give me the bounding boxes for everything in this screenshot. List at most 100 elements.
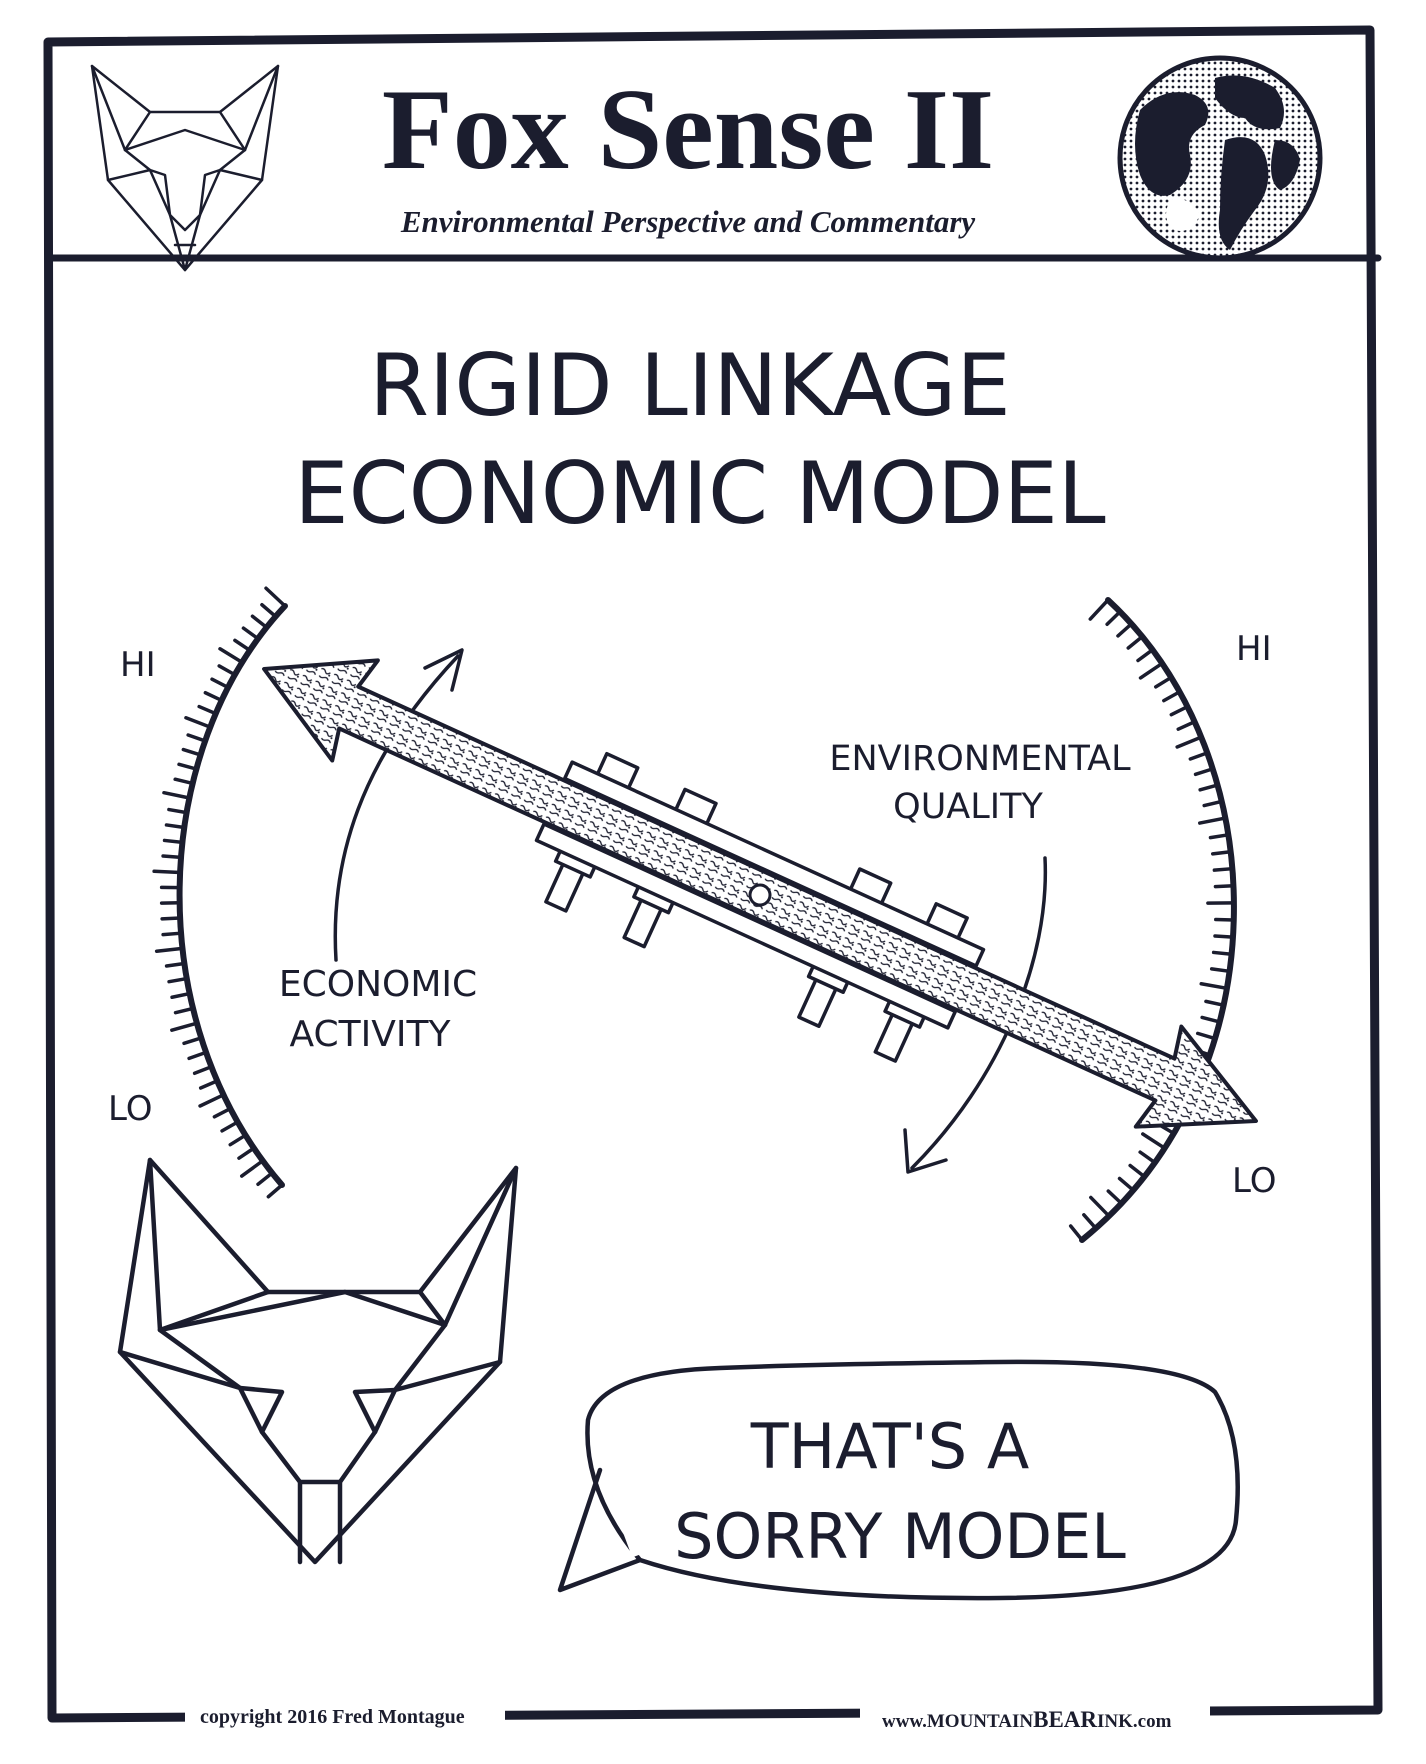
gauge-tick <box>1162 690 1182 703</box>
gauge-tick <box>1089 1195 1111 1218</box>
gauge-tick <box>186 733 207 743</box>
right-scale-lo-label: LO <box>1232 1161 1277 1201</box>
website-bold: BEAR <box>1033 1707 1097 1732</box>
gauge-tick <box>187 1050 208 1061</box>
gauge-tick <box>233 638 252 653</box>
globe-icon <box>1117 55 1323 261</box>
gauge-tick <box>1106 1189 1124 1206</box>
gauge-tick <box>260 603 278 619</box>
gauge-tick <box>154 946 185 953</box>
gauge-tick <box>1195 1031 1217 1041</box>
gauge-tick <box>160 916 182 921</box>
gauge-tick <box>1212 866 1235 872</box>
gauge-tick <box>1068 1224 1084 1242</box>
environmental-label-line-2: QUALITY <box>893 787 1043 827</box>
gauge-tick <box>1200 1015 1222 1024</box>
gauge-tick <box>1211 950 1234 957</box>
gauge-tick <box>1105 609 1122 627</box>
gauge-tick <box>182 1036 203 1046</box>
gauge-tick <box>173 1006 195 1015</box>
gauge-tick <box>1208 833 1230 840</box>
gauge-tick <box>1138 1150 1157 1165</box>
gauge-tick <box>192 1064 214 1076</box>
copyright-text: copyright 2016 Fred Montague <box>200 1706 465 1728</box>
gauge-tick <box>162 790 192 800</box>
gauge-tick <box>1136 648 1155 663</box>
gauge-tick <box>266 1183 284 1199</box>
gauge-tick <box>1128 1163 1147 1179</box>
gauge-tick <box>167 976 189 984</box>
left-gauge-scale <box>152 586 288 1199</box>
gauge-tick <box>198 1079 219 1090</box>
fox-logo-icon <box>90 64 280 272</box>
economic-label-line-1: ECONOMIC <box>279 964 477 1005</box>
gauge-tick <box>1210 849 1233 856</box>
gauge-tick <box>1198 783 1220 792</box>
gauge-tick <box>152 869 182 875</box>
left-scale-lo-label: LO <box>108 1089 153 1129</box>
gauge-tick <box>198 1093 226 1108</box>
gauge-tick <box>1175 735 1204 749</box>
gauge-tick <box>181 747 203 757</box>
website-prefix: www.MOUNTAIN <box>882 1711 1033 1732</box>
gauge-tick <box>1169 704 1190 717</box>
gauge-tick <box>1213 883 1236 889</box>
gauge-tick <box>164 961 187 968</box>
gauge-tick <box>170 1021 199 1032</box>
right-gauge-scale <box>1068 597 1237 1243</box>
gauge-tick <box>161 931 183 937</box>
gauge-tick <box>162 838 185 845</box>
environmental-label-line-1: ENVIRONMENTAL <box>829 739 1131 779</box>
gauge-tick <box>264 586 287 608</box>
gauge-tick <box>1209 967 1232 974</box>
right-scale-hi-label: HI <box>1236 629 1272 669</box>
speech-bubble <box>557 1359 1240 1601</box>
gauge-tick <box>1116 622 1134 638</box>
gauge-tick <box>1126 634 1144 650</box>
gauge-tick <box>203 690 224 703</box>
gauge-tick <box>1138 661 1164 680</box>
gauge-tick <box>1213 934 1235 939</box>
gauge-tick <box>218 647 244 665</box>
gauge-tick <box>161 854 183 860</box>
economic-label-line-2: ACTIVITY <box>290 1014 452 1055</box>
left-scale-hi-label: HI <box>120 645 156 685</box>
gauge-tick <box>1204 999 1226 1007</box>
gauge-tick <box>177 762 199 771</box>
gauge-tick <box>237 1146 256 1160</box>
gauge-tick <box>210 677 230 690</box>
gauge-tick <box>1202 799 1224 808</box>
gauge-tick <box>1117 1176 1135 1192</box>
page-border <box>43 25 1383 1723</box>
gauge-tick <box>220 1120 240 1133</box>
speech-line-2: SORRY MODEL <box>674 1500 1126 1573</box>
up-curved-arrow-icon <box>333 648 464 962</box>
gauge-tick <box>1154 675 1173 689</box>
rigid-linkage-arrow <box>262 658 1258 1129</box>
fox-character-icon <box>117 1157 519 1565</box>
gauge-tick <box>164 823 187 830</box>
gauge-tick <box>1082 1213 1098 1231</box>
website-link[interactable]: www.MOUNTAINBEARINK.com <box>882 1707 1172 1732</box>
website-suffix: INK.com <box>1097 1711 1172 1732</box>
gauge-tick <box>250 614 269 630</box>
gauge-tick <box>1188 751 1210 761</box>
headline-line-1: RIGID LINKAGE <box>369 336 1010 436</box>
speech-line-1: THAT'S A <box>750 1410 1030 1483</box>
gauge-tick <box>240 1158 265 1178</box>
linkage-clamp-bolts <box>534 751 986 1063</box>
gauge-tick <box>228 1133 248 1147</box>
gauge-tick <box>1199 982 1229 991</box>
gauge-tick <box>212 1106 233 1119</box>
gauge-tick <box>1141 1132 1167 1150</box>
gauge-tick <box>1088 598 1110 621</box>
gauge-tick <box>1198 816 1228 825</box>
gauge-tick <box>197 704 218 716</box>
gauge-tick <box>256 1171 274 1186</box>
gauge-tick <box>241 626 260 641</box>
page-subtitle: Environmental Perspective and Commentary <box>400 204 976 239</box>
gauge-tick <box>173 777 195 786</box>
gauge-tick <box>217 664 237 677</box>
gauge-tick <box>1193 767 1215 777</box>
